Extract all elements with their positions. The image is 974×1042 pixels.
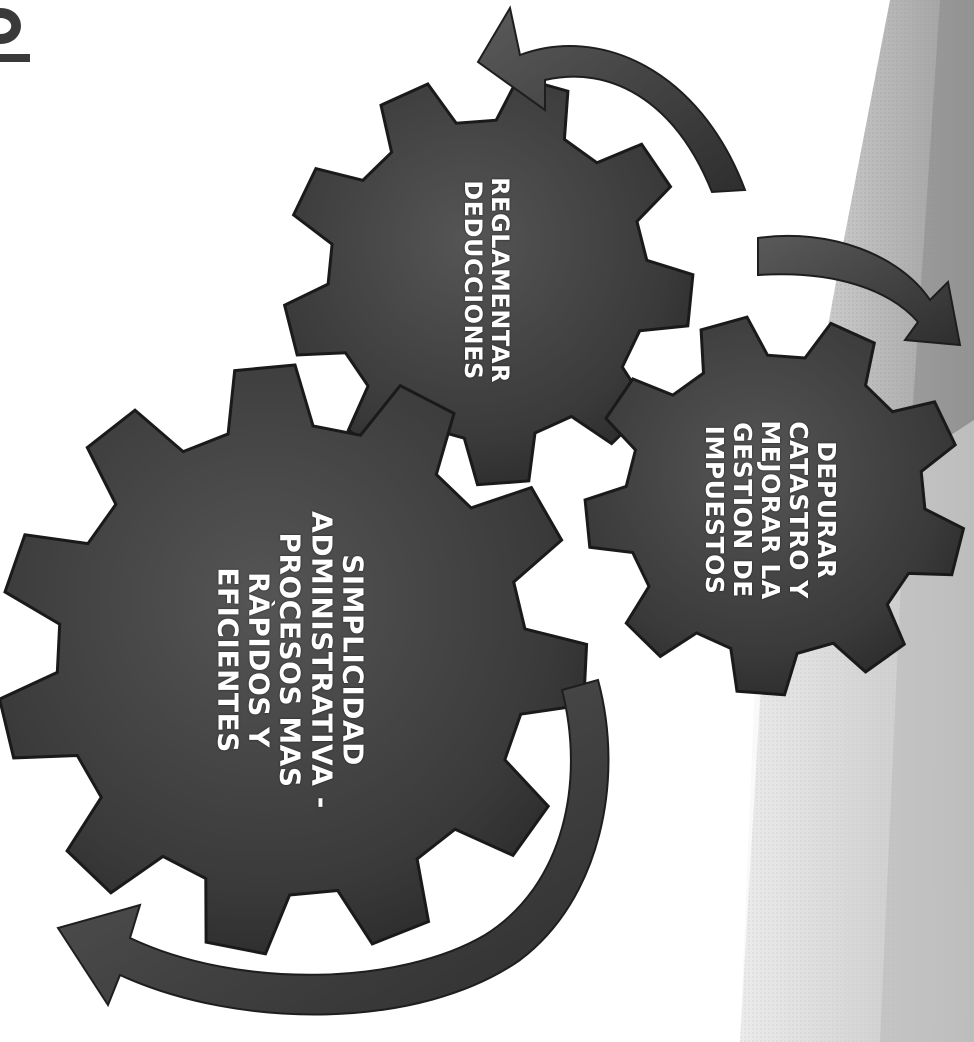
- gear-label-line: CATASTRO Y: [784, 421, 813, 599]
- gear-label-line: RÀPIDOS Y: [242, 572, 276, 748]
- gear-label-line: PROCESOS MAS: [273, 532, 307, 788]
- curved-arrow-icon: [56, 678, 610, 1016]
- gear-icon: [583, 315, 966, 697]
- gear-label-line: SIMPLICIDAD: [336, 554, 370, 766]
- gear-icon: [282, 75, 695, 487]
- gear-depurar: [583, 315, 966, 697]
- gear-label-line: DEPURAR: [812, 441, 841, 579]
- curved-arrow-icon: [757, 234, 962, 347]
- gear-label-line: ADMINISTRATIVA -: [305, 511, 339, 809]
- gear-label-line: MEJORAR LA: [756, 420, 785, 600]
- gear-simplicidad: [0, 363, 589, 956]
- gear-label-line: IMPUESTOS: [700, 425, 729, 595]
- arrows: [56, 5, 962, 1016]
- gear-label-line: EFICIENTES: [210, 567, 244, 753]
- curved-arrow-icon: [476, 5, 747, 194]
- logo-fragment-icon: [0, 8, 30, 62]
- gear-label-line: REGLAMENTAR: [485, 177, 514, 383]
- gear-label-line: GESTION DE: [728, 422, 757, 598]
- gear-icon: [0, 363, 589, 956]
- gear-label-line: DEDUCCIONES: [459, 180, 487, 380]
- gear-reglamentar: [282, 75, 695, 487]
